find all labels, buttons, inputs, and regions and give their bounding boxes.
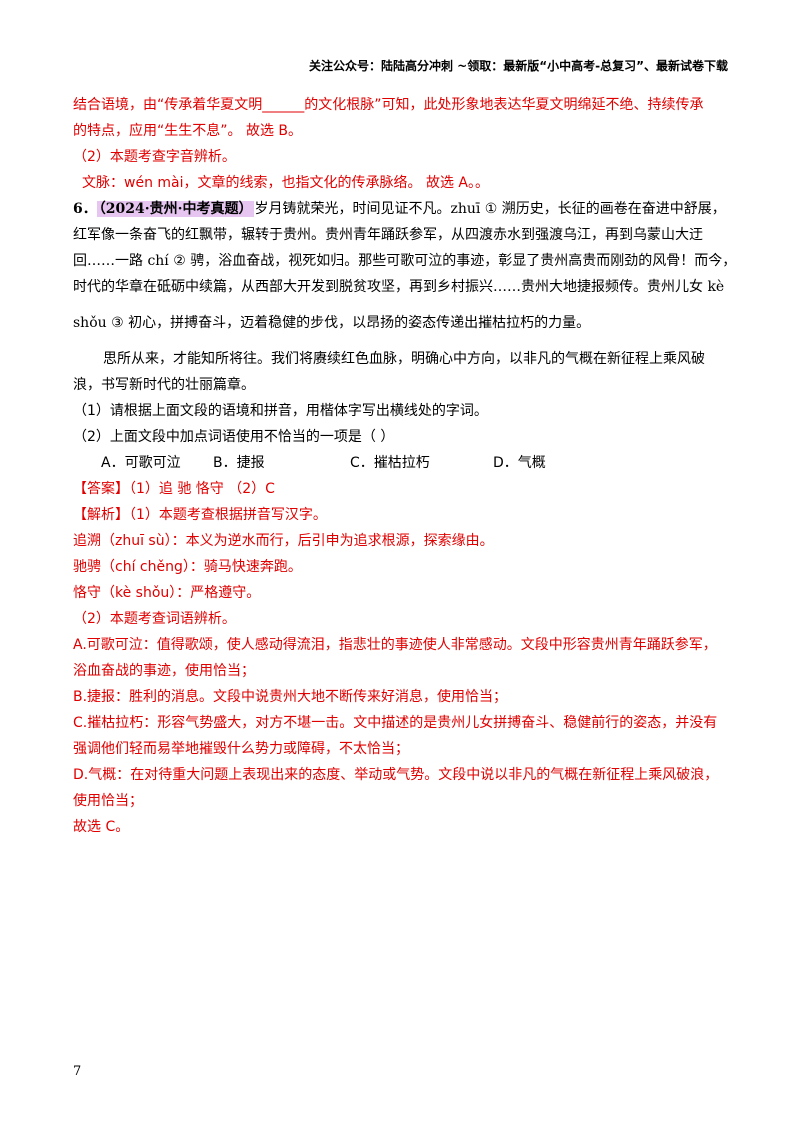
choice-c: C．摧枯拉朽 (350, 455, 430, 471)
page-number: 7 (73, 1064, 82, 1079)
analysis-line-9: C.摧枯拉朽：形容气势盛大，对方不堪一击。文中描述的是贵州儿女拼搏奋斗、稳健前行… (73, 715, 718, 731)
prev-answer-line-1: 结合语境，由“传承着华夏文明______的文化根脉”可知，此处形象地表达华夏文明… (73, 97, 704, 113)
analysis-line-3: 驰骋（chí chěng）：骑马快速奔跑。 (73, 559, 302, 575)
prev-q2-body: 文脉：wén mài，文章的线索，也指文化的传承脉络。 故选 A。。 (82, 175, 489, 191)
analysis-line-6: A.可歌可泣：值得歌颂，使人感动得流泪，指悲壮的事迹使人非常感动。文段中形容贵州… (73, 637, 717, 653)
question-text-1: 岁月铸就荣光，时间见证不凡。zhuī ① 溯历史，长征的画卷在奋进中舒展， (254, 201, 726, 217)
question-line-1: 6．（2024·贵州·中考真题）岁月铸就荣光，时间见证不凡。zhuī ① 溯历史… (73, 199, 726, 219)
source-tag: （2024·贵州·中考真题） (96, 201, 255, 217)
question-line-6: 思所从来，才能知所将往。我们将赓续红色血脉，明确心中方向，以非凡的气概在新征程上… (103, 351, 705, 367)
analysis-line-12: 使用恰当； (73, 793, 143, 809)
analysis-line-2: 追溯（zhuī sù）：本义为逆水而行，后引申为追求根源，探索缘由。 (73, 533, 494, 549)
prev-q2-label: （2）本题考查字音辨析。 (73, 149, 236, 165)
answer-line: 【答案】（1）追 驰 恪守 （2）C (73, 479, 275, 499)
answer-text: （1）追 驰 恪守 （2）C (129, 481, 275, 497)
analysis-line-5: （2）本题考查词语辨析。 (73, 611, 236, 627)
sub-question-2: （2）上面文段中加点词语使用不恰当的一项是（ ） (73, 429, 395, 445)
answer-label: 【答案】 (73, 481, 129, 497)
analysis-line-7: 浴血奋战的事迹，使用恰当； (73, 663, 255, 679)
analysis-label: 【解析】 (73, 507, 129, 523)
analysis-line-13: 故选 C。 (73, 819, 130, 835)
sub-question-1: （1）请根据上面文段的语境和拼音，用楷体字写出横线处的字词。 (73, 403, 488, 419)
prev-answer-line-2: 的特点，应用“生生不息”。 故选 B。 (73, 123, 303, 139)
analysis-line-4: 恪守（kè shǒu）：严格遵守。 (73, 585, 261, 601)
question-line-7: 浪，书写新时代的壮丽篇章。 (73, 377, 255, 393)
analysis-line-11: D.气概：在对待重大问题上表现出来的态度、举动或气势。文段中说以非凡的气概在新征… (73, 767, 719, 783)
choice-a: A．可歌可泣 (101, 455, 181, 471)
analysis-line-1: 【解析】（1）本题考查根据拼音写汉字。 (73, 505, 327, 525)
question-line-4: 时代的华章在砥砺中续篇，从西部大开发到脱贫攻坚，再到乡村振兴……贵州大地捷报频传… (73, 279, 725, 295)
question-number: 6． (73, 201, 97, 217)
choice-d: D．气概 (493, 455, 546, 471)
question-line-2: 红军像一条奋飞的红飘带，辗转于贵州。贵州青年踊跃参军，从四渡赤水到强渡乌江，再到… (73, 227, 703, 243)
analysis-line-8: B.捷报：胜利的消息。文段中说贵州大地不断传来好消息，使用恰当； (73, 689, 508, 705)
question-line-3: 回……一路 chí ② 骋，浴血奋战，视死如归。那些可歌可泣的事迹，彰显了贵州高… (73, 253, 737, 269)
choice-b: B．捷报 (213, 455, 265, 471)
analysis-text-1: （1）本题考查根据拼音写汉字。 (129, 507, 327, 523)
analysis-line-10: 强调他们轻而易举地摧毁什么势力或障碍，不太恰当； (73, 741, 409, 757)
page-header: 关注公众号：陆陆高分冲刺 ~领取：最新版“小中高考-总复习”、最新试卷下载 (309, 59, 728, 73)
question-line-5: shǒu ③ 初心，拼搏奋斗，迈着稳健的步伐，以昂扬的姿态传递出摧枯拉朽的力量。 (73, 315, 591, 331)
